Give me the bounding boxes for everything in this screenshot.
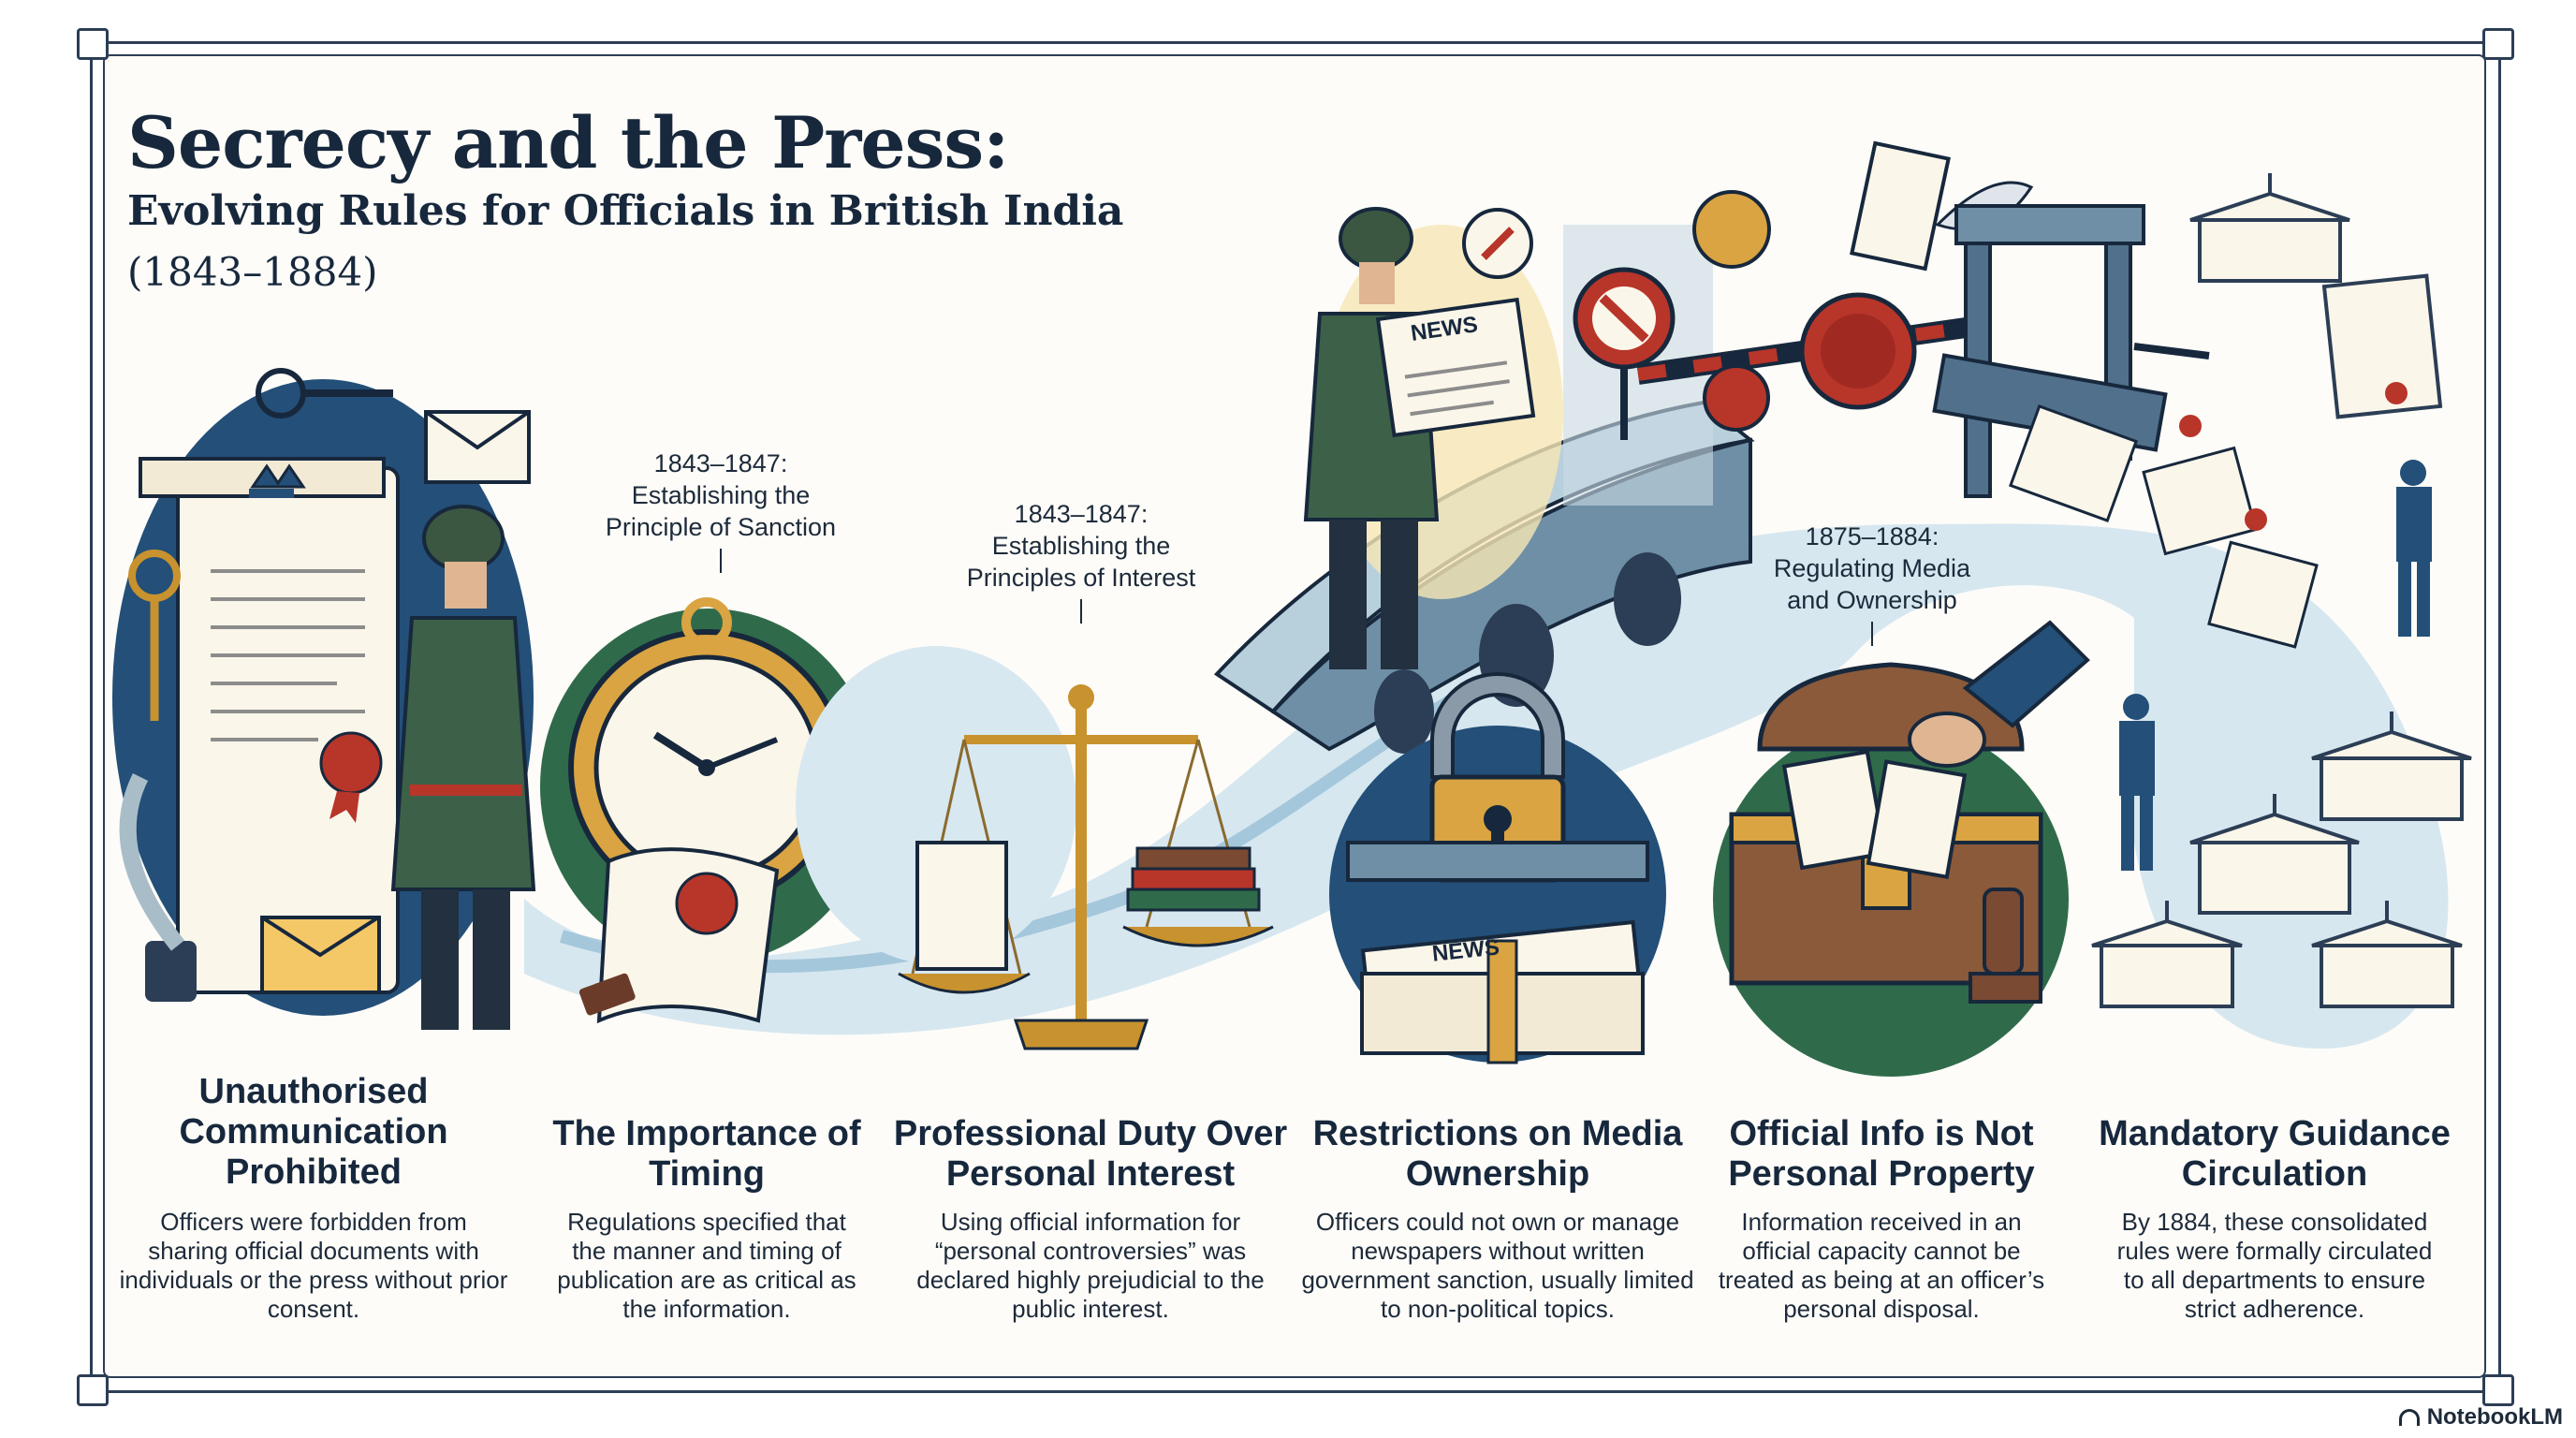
section-description: Officers could not own or manage newspap…	[1301, 1208, 1694, 1323]
sealed-document-icon	[112, 368, 536, 1030]
timeline-tick	[720, 549, 722, 573]
frame-corner-ornament	[2482, 28, 2514, 60]
brand-watermark: NotebookLM	[2398, 1404, 2563, 1431]
frame-corner-ornament	[77, 1374, 109, 1406]
section-heading: Unauthorised Communication Prohibited	[179, 1072, 448, 1192]
padlock-newspaper-icon	[1329, 672, 1666, 1064]
section-heading: Official Info is Not Personal Property	[1728, 1114, 2035, 1194]
timeline-caption: Establishing the Principles of Interest	[966, 532, 1196, 592]
timeline-period: 1843–1847:	[1014, 500, 1149, 528]
section-heading: Restrictions on Media Ownership	[1312, 1114, 1683, 1194]
timeline-tick	[1871, 622, 1873, 646]
notebooklm-logo-icon	[2398, 1409, 2420, 1426]
pocket-watch-icon	[540, 597, 877, 1024]
government-buildings-icon	[2091, 173, 2472, 1008]
printing-press-illustration	[1932, 204, 2319, 649]
timeline-caption: Regulating Media and Ownership	[1773, 554, 1971, 614]
section-description: By 1884, these consolidated rules were f…	[2116, 1208, 2433, 1323]
treasure-chest-icon	[1713, 620, 2090, 1077]
section-description: Regulations specified that the manner an…	[557, 1208, 856, 1323]
frame-corner-ornament	[2482, 1374, 2514, 1406]
section-description: Officers were forbidden from sharing off…	[119, 1208, 508, 1323]
timeline-label-interest: 1843–1847: Establishing the Principles o…	[941, 498, 1222, 624]
section-heading: The Importance of Timing	[552, 1114, 861, 1194]
timeline-tick	[1080, 599, 1082, 624]
scales-icon	[796, 646, 1274, 1050]
clerk-figures	[2119, 460, 2432, 871]
timeline-label-sanction: 1843–1847: Establishing the Principle of…	[580, 448, 861, 573]
page-subtitle: Evolving Rules for Officials in British …	[127, 187, 1124, 235]
page-title: Secrecy and the Press:	[127, 101, 1009, 184]
frame-corner-ornament	[77, 28, 109, 60]
section-description: Using official information for “personal…	[916, 1208, 1265, 1323]
brand-name: NotebookLM	[2426, 1404, 2563, 1430]
timeline-caption: Establishing the Principle of Sanction	[605, 481, 837, 541]
section-heading: Professional Duty Over Personal Interest	[893, 1114, 1288, 1194]
timeline-period: 1875–1884:	[1805, 522, 1939, 550]
timeline-period: 1843–1847:	[653, 449, 788, 477]
outer-frame	[90, 41, 2501, 1393]
section-description: Information received in an official capa…	[1718, 1208, 2045, 1323]
timeline-label-media: 1875–1884: Regulating Media and Ownershi…	[1750, 521, 1994, 646]
date-range: (1843–1884)	[127, 249, 378, 295]
section-heading: Mandatory Guidance Circulation	[2099, 1114, 2451, 1194]
bridge-illustration	[1213, 140, 2034, 754]
